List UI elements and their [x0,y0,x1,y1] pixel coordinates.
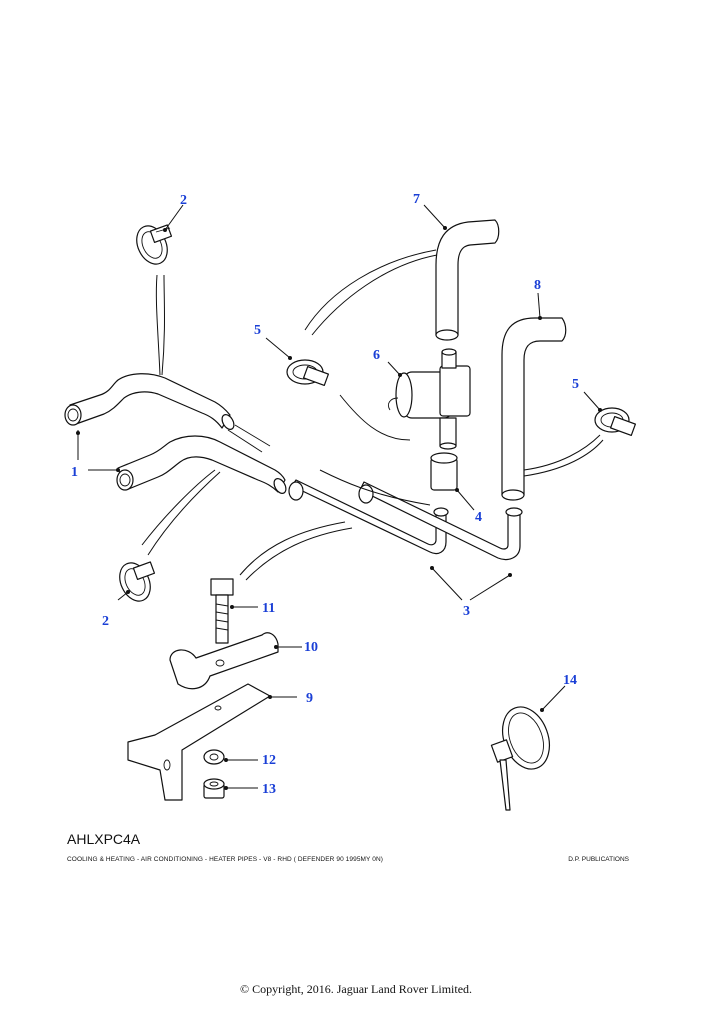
callout-6: 6 [373,348,380,363]
callout-11: 11 [262,601,275,616]
callout-14: 14 [563,673,577,688]
elbow-hose-lower [501,317,567,501]
hose-sleeve [430,452,458,491]
callout-7: 7 [413,192,420,207]
publisher-label: D.P. PUBLICATIONS [568,856,629,863]
diagram-reference-code: AHLXPC4A [67,831,141,847]
callout-13: 13 [262,782,276,797]
water-valve [387,348,471,450]
heater-pipe-assembly [288,479,523,561]
callout-12: 12 [262,753,276,768]
callout-10: 10 [304,640,318,655]
callout-4: 4 [475,510,482,525]
heater-hose-lower [116,435,287,494]
callout-1: 1 [71,465,78,480]
callout-8: 8 [534,278,541,293]
hose-clip-right [594,407,636,437]
callout-2-upper: 2 [180,193,187,208]
cable-tie [490,706,550,811]
bolt [210,578,234,644]
callout-3: 3 [463,604,470,619]
copyright-notice: © Copyright, 2016. Jaguar Land Rover Lim… [239,982,473,996]
hose-clip-lower [119,561,156,602]
callout-9: 9 [306,691,313,706]
callout-2-lower: 2 [102,614,109,629]
hose-clip-left [286,359,329,387]
callout-5-left: 5 [254,323,261,338]
elbow-hose-upper [435,219,500,341]
washer [203,749,225,765]
diagram-section-title: COOLING & HEATING - AIR CONDITIONING - H… [67,856,384,863]
heater-hose-upper [64,373,235,430]
pipe-clamp [169,632,279,690]
nut [203,778,225,799]
callout-5-right: 5 [572,377,579,392]
mounting-bracket [127,683,271,801]
